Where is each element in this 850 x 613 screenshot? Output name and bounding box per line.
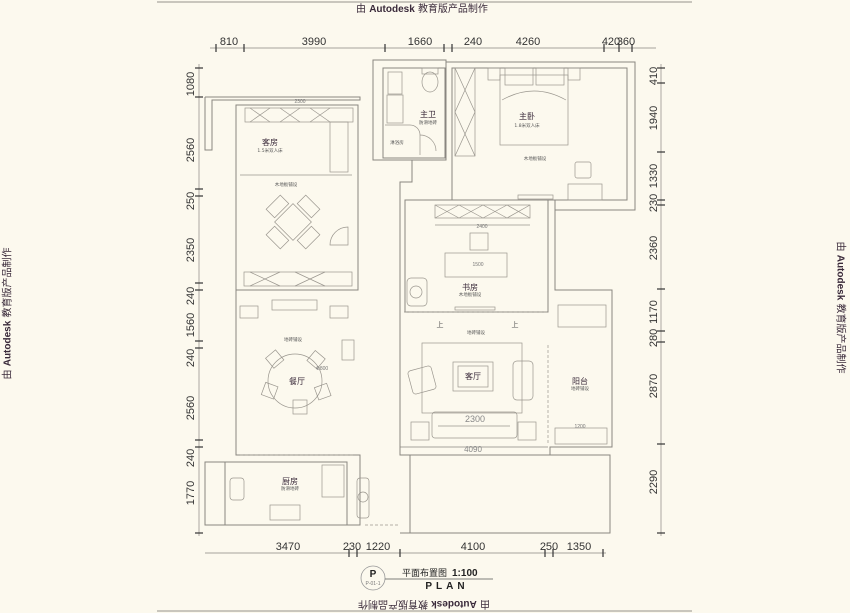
dim-label: 240 <box>464 36 482 48</box>
living-rug <box>421 342 523 414</box>
dim-label: 2360 <box>648 236 660 260</box>
plan-title-en: PLAN <box>425 581 468 592</box>
door-swing <box>329 226 349 246</box>
dim-label: 4100 <box>461 541 485 553</box>
title-block: P P-01-1 平面布置图 1:100 PLAN <box>360 565 493 592</box>
dim-label: 2560 <box>185 138 197 162</box>
inner-dimensions: 2300 4090 2400 1500 1200 2300 Φ800 上 上 <box>294 99 585 454</box>
guest-cabinet <box>329 121 349 173</box>
sheet-number: P-01-1 <box>365 581 380 587</box>
dim-label: 420 <box>602 36 620 48</box>
room-label-guest: 客房 <box>262 137 278 147</box>
cabinet-dim: 2400 <box>476 224 487 230</box>
dim-label: 250 <box>185 192 197 210</box>
dim-label: 810 <box>220 36 238 48</box>
room-label-balcony: 阳台 <box>572 376 588 386</box>
watermark-top: 由 Autodesk 教育版产品制作 <box>356 0 488 15</box>
dimension-right: 410 1940 1330 230 2360 1170 280 2870 229… <box>648 64 665 536</box>
dim-label: 4260 <box>516 36 540 48</box>
floor-note: 地砖铺设 <box>571 385 589 392</box>
dim-label: 1560 <box>185 313 197 337</box>
master-bed <box>499 74 569 146</box>
floor-note: 木地板铺设 <box>524 155 547 162</box>
room-labels: 客房 1.5米双人床 木地板铺设 主卫 防滑地砖 淋浴房 主卧 1.8米双人床 … <box>257 109 589 492</box>
shower-note: 淋浴房 <box>390 139 404 146</box>
dim-label: 3990 <box>302 36 326 48</box>
up-mark: 上 <box>437 320 444 329</box>
dim-label: 1330 <box>648 164 660 188</box>
room-label-master: 主卧 <box>519 111 535 121</box>
plan-title-cn: 平面布置图 <box>402 567 447 579</box>
dim-label: 2350 <box>185 238 197 262</box>
dim-label: 1770 <box>185 481 197 505</box>
dim-label: 1940 <box>648 106 660 130</box>
dim-label: 1660 <box>408 36 432 48</box>
sofa-dim: 2300 <box>465 414 485 424</box>
floor-note: 木地板铺设 <box>275 181 298 188</box>
dim-label: 2290 <box>648 470 660 494</box>
toilet <box>421 71 439 93</box>
living-width-dim: 4090 <box>464 445 482 454</box>
floor-note: 地砖铺设 <box>284 336 302 343</box>
up-mark: 上 <box>512 320 519 329</box>
dim-label: 2560 <box>185 396 197 420</box>
dining-table-square <box>265 194 321 250</box>
watermark-prefix: 由 <box>356 4 366 15</box>
stove <box>269 504 301 521</box>
dim-label: 3470 <box>276 541 300 553</box>
watermark-brand: Autodesk <box>369 4 415 15</box>
wardrobe-dim: 2300 <box>294 99 305 105</box>
floor-note: 木地板铺设 <box>459 291 482 298</box>
dimension-bottom: 3470 230 1220 4100 250 1350 <box>205 541 606 557</box>
floor-note: 防滑地砖 <box>281 485 299 492</box>
sink <box>229 477 245 501</box>
sofa <box>431 411 518 439</box>
guest-wardrobe <box>244 107 354 123</box>
plan-scale: 1:100 <box>452 568 478 579</box>
floor-note: 地砖铺设 <box>467 329 485 336</box>
furniture <box>229 67 608 521</box>
bath-vanity <box>387 71 403 95</box>
tv-cabinet <box>452 361 494 392</box>
study-cabinet <box>434 204 531 219</box>
round-dining-table <box>267 353 323 409</box>
dimension-top: 810 3990 1660 240 4260 420 360 <box>210 36 656 52</box>
dim-label: 230 <box>648 194 660 212</box>
balcony-cabinet-dim: 1200 <box>574 424 585 430</box>
bed-note: 1.8米双人床 <box>514 122 540 129</box>
section-symbol <box>360 565 386 591</box>
dim-label: 240 <box>185 349 197 367</box>
study-desk <box>444 252 508 278</box>
sheet-symbol: P <box>370 569 377 580</box>
desk-dim: 1500 <box>472 262 483 268</box>
dim-label: 240 <box>185 449 197 467</box>
dim-label: 230 <box>343 541 361 553</box>
floor-note: 防滑地砖 <box>419 119 437 126</box>
room-label-master-bath: 主卫 <box>420 109 436 119</box>
dim-label: 280 <box>648 329 660 347</box>
room-label-dining: 餐厅 <box>289 377 305 386</box>
study-chair <box>469 232 489 251</box>
dim-label: 1170 <box>648 300 660 324</box>
room-label-living: 客厅 <box>465 371 481 381</box>
dim-label: 1080 <box>185 72 197 96</box>
watermark-suffix: 教育版产品制作 <box>417 4 488 15</box>
room-label-study: 书房 <box>462 282 478 292</box>
dim-label: 2870 <box>648 374 660 398</box>
dim-label: 240 <box>185 287 197 305</box>
dim-label: 1350 <box>567 541 591 553</box>
room-label-kitchen: 厨房 <box>282 476 298 486</box>
master-wardrobe <box>454 67 476 157</box>
dim-label: 410 <box>648 67 660 85</box>
dimension-left: 1080 2560 250 2350 240 1560 240 2560 240… <box>185 64 203 536</box>
bed-note: 1.5米双人床 <box>257 147 283 154</box>
dim-label: 360 <box>617 36 635 48</box>
dim-label: 250 <box>540 541 558 553</box>
round-table-dim: Φ800 <box>316 366 329 372</box>
dim-label: 1220 <box>366 541 390 553</box>
